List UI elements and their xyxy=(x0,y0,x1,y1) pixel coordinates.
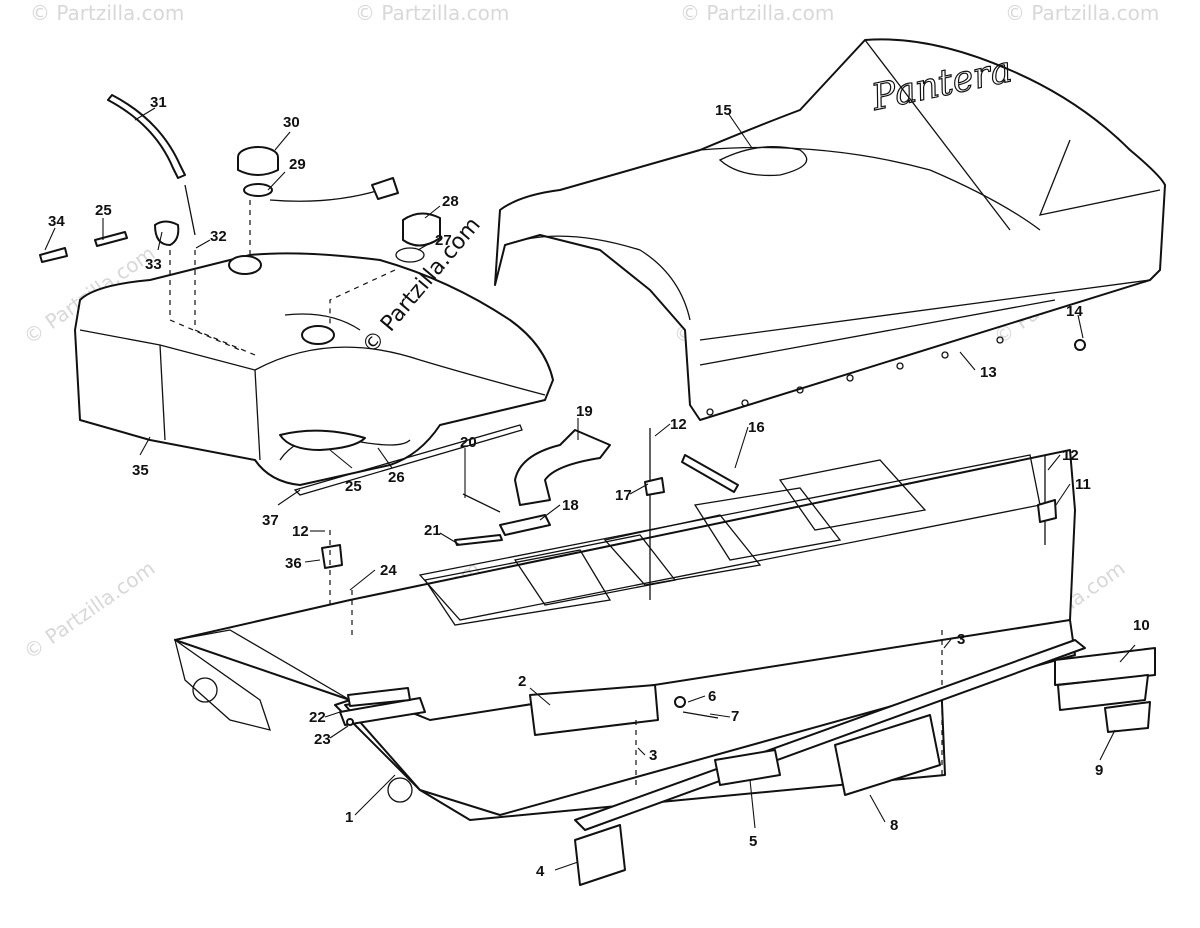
callout-14: 14 xyxy=(1066,303,1083,320)
callout-36: 36 xyxy=(285,555,302,572)
leader-lines xyxy=(44,107,1136,871)
callout-12: 12 xyxy=(292,523,309,540)
callout-37: 37 xyxy=(262,512,279,529)
callout-19: 19 xyxy=(576,403,593,420)
callout-3: 3 xyxy=(649,747,657,764)
callout-9: 9 xyxy=(1095,762,1103,779)
watermark-faint: © Partzilla.com xyxy=(1005,1,1159,25)
callout-1: 1 xyxy=(345,809,353,826)
callout-8: 8 xyxy=(890,817,898,834)
callout-12: 12 xyxy=(670,416,687,433)
callout-16: 16 xyxy=(748,419,765,436)
callout-25: 25 xyxy=(95,202,112,219)
seat-assembly: Pantera xyxy=(494,38,1166,421)
callout-24: 24 xyxy=(380,562,397,579)
callout-15: 15 xyxy=(715,102,732,119)
callout-17: 17 xyxy=(615,487,632,504)
callout-29: 29 xyxy=(289,156,306,173)
callout-25: 25 xyxy=(345,478,362,495)
watermark-faint: © Partzilla.com xyxy=(30,1,184,25)
callout-34: 34 xyxy=(48,213,65,230)
fuel-tank xyxy=(74,252,554,496)
watermark-faint: © Partzilla.com xyxy=(355,1,509,25)
callout-11: 11 xyxy=(1075,476,1091,493)
callout-20: 20 xyxy=(460,434,477,451)
callout-32: 32 xyxy=(210,228,227,245)
callout-22: 22 xyxy=(309,709,326,726)
callout-35: 35 xyxy=(132,462,149,479)
callout-18: 18 xyxy=(562,497,579,514)
callout-23: 23 xyxy=(314,731,331,748)
floor-and-brackets xyxy=(321,428,1156,886)
tank-accessories xyxy=(39,94,441,356)
callout-13: 13 xyxy=(980,364,997,381)
callout-21: 21 xyxy=(424,522,441,539)
callout-5: 5 xyxy=(749,833,757,850)
callout-6: 6 xyxy=(708,688,716,705)
callout-3: 3 xyxy=(957,631,965,648)
watermark-faint: © Partzilla.com xyxy=(19,556,159,664)
callout-30: 30 xyxy=(283,114,300,131)
callout-labels: 1 2 3 3 4 5 6 7 8 9 10 11 12 12 12 13 14… xyxy=(48,94,1150,880)
callout-12: 12 xyxy=(1062,447,1079,464)
callout-2: 2 xyxy=(518,673,526,690)
callout-10: 10 xyxy=(1133,617,1150,634)
callout-4: 4 xyxy=(536,863,545,880)
watermark-faint: © Partzilla.com xyxy=(680,1,834,25)
callout-31: 31 xyxy=(150,94,167,111)
callout-7: 7 xyxy=(731,708,739,725)
callout-27: 27 xyxy=(435,232,452,249)
callout-33: 33 xyxy=(145,256,162,273)
callout-28: 28 xyxy=(442,193,459,210)
callout-26: 26 xyxy=(388,469,405,486)
